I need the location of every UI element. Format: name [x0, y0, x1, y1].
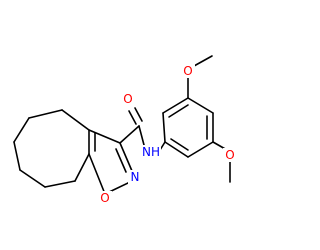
bond	[119, 125, 140, 144]
bond	[162, 97, 189, 114]
atom-o-methoxy-right: O	[223, 148, 237, 162]
bond	[19, 169, 46, 188]
bond	[170, 138, 189, 151]
bond	[119, 142, 133, 172]
label-background	[181, 64, 195, 78]
atom-o-carbonyl: O	[121, 92, 135, 106]
atom-label-layer: O O O NH N O	[98, 64, 237, 205]
bond	[44, 180, 76, 188]
bond-layer	[13, 55, 231, 195]
molecule-structure: O O O NH N O	[13, 55, 237, 205]
atom-label-o: O	[225, 148, 234, 162]
bond	[164, 141, 189, 158]
atom-label-nh: NH	[142, 145, 160, 159]
bond	[74, 153, 90, 182]
atom-label-o: O	[100, 191, 109, 205]
bond	[88, 129, 121, 144]
label-background	[121, 92, 135, 106]
bond	[134, 107, 143, 122]
bond	[162, 112, 166, 143]
label-background	[141, 145, 161, 159]
label-background	[128, 170, 142, 184]
atom-o-methoxy-top: O	[181, 64, 195, 78]
bond	[28, 109, 63, 119]
bond	[168, 104, 189, 118]
bond	[13, 117, 30, 143]
bond	[187, 97, 214, 114]
bond	[128, 110, 137, 125]
bond	[88, 153, 106, 195]
atom-n-amide: NH	[141, 145, 161, 159]
bond	[193, 55, 213, 67]
structure-canvas: O O O NH N O	[13, 55, 237, 205]
atom-label-o: O	[123, 92, 132, 106]
label-background	[98, 191, 112, 205]
atom-n-ring: N	[128, 170, 142, 184]
bond	[61, 109, 90, 131]
atom-o-ring: O	[98, 191, 112, 205]
bond	[138, 125, 145, 146]
atom-label-o: O	[183, 64, 192, 78]
bond	[187, 141, 214, 158]
atom-label-n: N	[131, 170, 140, 184]
label-background	[223, 148, 237, 162]
bond	[115, 148, 127, 173]
bond	[13, 141, 21, 171]
